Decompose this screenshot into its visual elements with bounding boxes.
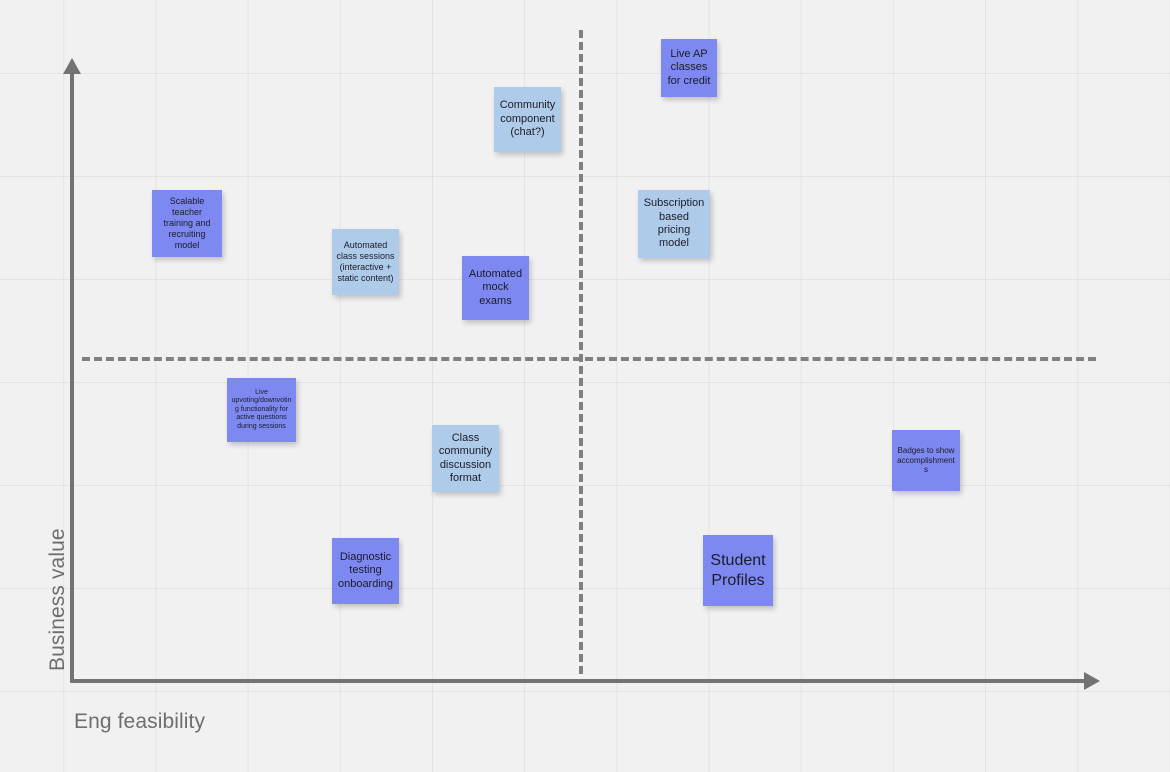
sticky-note-automated-mock-exams[interactable]: Automated mock exams	[462, 256, 529, 320]
y-axis-line	[70, 72, 74, 681]
sticky-note-automated-class-sessions[interactable]: Automated class sessions (interactive + …	[332, 229, 399, 295]
y-axis-label: Business value	[46, 528, 69, 671]
sticky-note-text: Diagnostic testing onboarding	[337, 550, 394, 590]
sticky-note-scalable-teacher-training-and-recruiting-model[interactable]: Scalable teacher training and recruiting…	[152, 190, 222, 257]
sticky-note-text: Community component (chat?)	[499, 99, 556, 139]
x-axis-label: Eng feasibility	[74, 710, 206, 733]
x-axis-line	[70, 679, 1086, 683]
sticky-note-text: Live AP classes for credit	[667, 47, 711, 87]
sticky-note-text: Scalable teacher training and recruiting…	[163, 196, 211, 250]
sticky-note-diagnostic-testing-onboarding[interactable]: Diagnostic testing onboarding	[332, 538, 399, 604]
sticky-note-live-ap-classes-for-credit[interactable]: Live AP classes for credit	[661, 39, 717, 97]
vertical-quadrant-divider	[579, 30, 583, 674]
sticky-note-class-community-discussion-format[interactable]: Class community discussion format	[432, 425, 499, 492]
sticky-note-text: Class community discussion format	[438, 431, 493, 484]
y-axis-arrow-icon	[63, 58, 81, 74]
sticky-note-text: Automated mock exams	[468, 267, 523, 307]
sticky-note-text: Student Profiles	[710, 551, 766, 589]
sticky-note-text: Badges to show accomplishments	[897, 445, 955, 475]
sticky-note-student-profiles[interactable]: Student Profiles	[703, 535, 773, 606]
sticky-note-community-component-chat[interactable]: Community component (chat?)	[494, 87, 561, 152]
sticky-note-text: Subscription based pricing model	[643, 197, 705, 250]
sticky-note-subscription-based-pricing-model[interactable]: Subscription based pricing model	[638, 190, 710, 258]
sticky-note-text: Live upvoting/downvoting functionality f…	[231, 388, 292, 430]
horizontal-quadrant-divider	[82, 357, 1096, 361]
sticky-note-badges-to-show-accomplishments[interactable]: Badges to show accomplishments	[892, 430, 960, 491]
x-axis-arrow-icon	[1084, 672, 1100, 690]
sticky-note-live-upvoting-downvoting-functionality[interactable]: Live upvoting/downvoting functionality f…	[227, 378, 296, 442]
sticky-note-text: Automated class sessions (interactive + …	[336, 240, 395, 283]
